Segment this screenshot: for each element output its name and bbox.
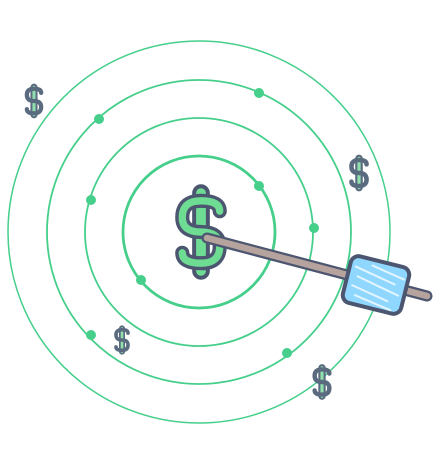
ring-dot (86, 195, 96, 205)
target-ring-2 (46, 79, 352, 385)
ring-dot (309, 223, 319, 233)
center-dollar (175, 184, 227, 280)
ring-dot (94, 114, 104, 124)
arrow-fletching (340, 254, 412, 316)
ring-dots (86, 88, 319, 358)
target-ring-outer (7, 40, 391, 424)
arrow (201, 232, 433, 316)
small-dollar-icon (349, 154, 369, 192)
target-ring-inner (121, 154, 277, 310)
ring-dot (254, 88, 264, 98)
small-dollar-icon (24, 83, 44, 119)
small-dollar-icon (312, 364, 332, 400)
floating-coins (24, 83, 369, 400)
ring-dot (136, 275, 146, 285)
ring-dot (254, 181, 264, 191)
ring-dot (86, 330, 96, 340)
small-dollar-icon (114, 325, 130, 355)
dollar-sign-fill (178, 197, 224, 267)
ring-dot (282, 348, 292, 358)
